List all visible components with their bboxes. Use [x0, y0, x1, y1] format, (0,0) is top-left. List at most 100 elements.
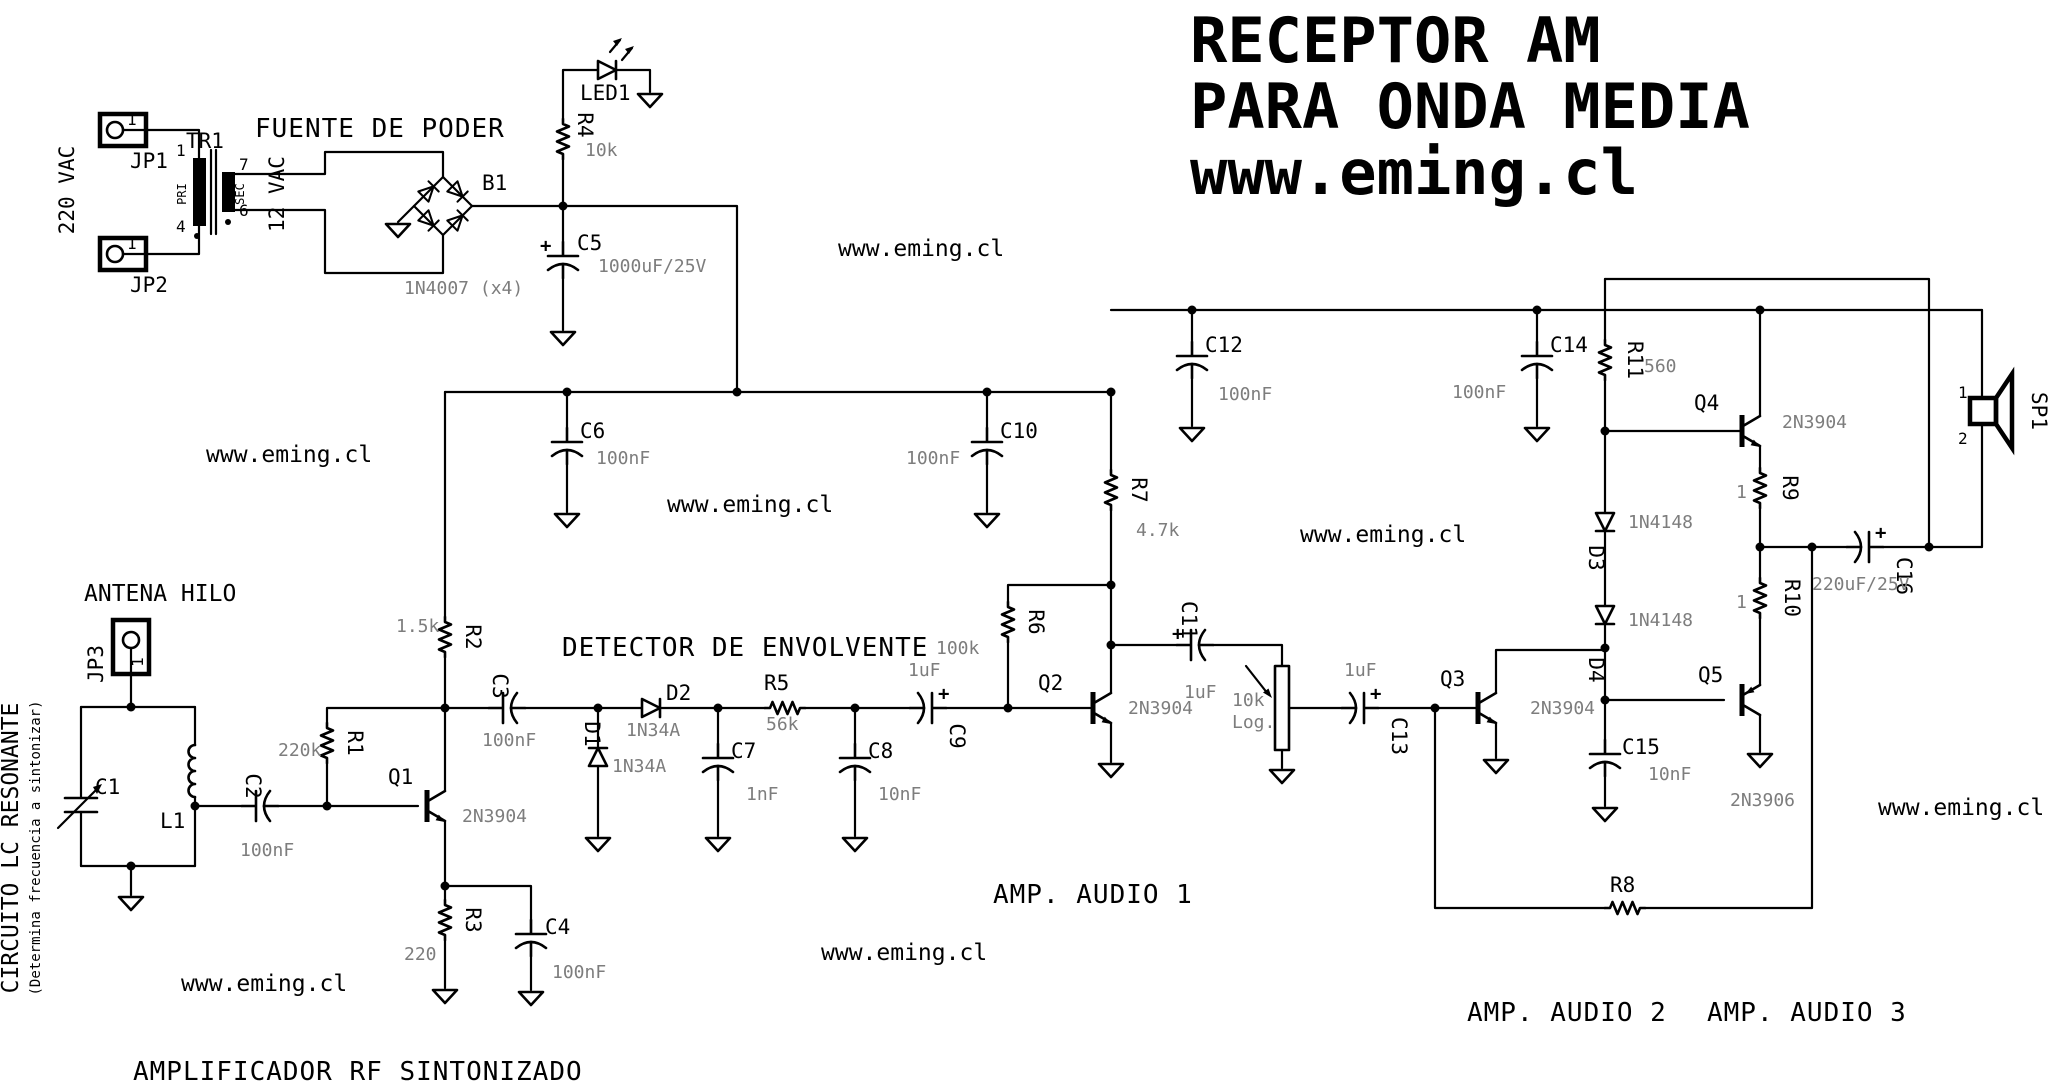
r3-value: 220: [404, 944, 437, 965]
c13-plus: +: [1370, 683, 1381, 705]
q2-ref: Q2: [1038, 671, 1063, 695]
tr1-sec-label: SEC: [233, 183, 247, 205]
c11-value: 1uF: [1184, 682, 1217, 703]
q4-value: 2N3904: [1782, 412, 1847, 433]
section-antenna: ANTENA HILO: [84, 581, 236, 607]
r3-ref: R3: [461, 907, 485, 932]
lc-tank-section: 1 JP3 C1 L1: [56, 617, 420, 912]
capacitor-c16: + C16 220uF/25V: [1812, 522, 1931, 595]
c4-ref: C4: [545, 915, 570, 939]
c6-value: 100nF: [596, 448, 650, 469]
detector-section: C3 100nF D1 1N34A D2 1N34A C7 1nF: [443, 660, 1092, 853]
capacitor-c11: C11 + 1uF: [1109, 601, 1284, 703]
r10-value: 1: [1736, 592, 1747, 613]
tr1-pin1: 1: [176, 141, 186, 160]
capacitor-c7: C7 1nF: [701, 706, 779, 853]
r6-ref: R6: [1024, 609, 1048, 634]
q1-ref: Q1: [388, 765, 413, 789]
title-line2: PARA ONDA MEDIA: [1190, 70, 1750, 143]
c10-ref: C10: [1000, 419, 1038, 443]
r5-value: 56k: [766, 714, 799, 735]
r9-value: 1: [1736, 482, 1747, 503]
d3-value: 1N4148: [1628, 512, 1693, 533]
jp1-ref: JP1: [130, 149, 168, 173]
watermark: www.eming.cl: [1878, 795, 2044, 821]
capacitor-c4: C4 100nF: [443, 884, 606, 1007]
c14-value: 100nF: [1452, 382, 1506, 403]
watermarks: www.eming.cl www.eming.cl www.eming.cl w…: [181, 236, 2044, 997]
c3-value: 100nF: [482, 730, 536, 751]
r11-value: 560: [1644, 356, 1677, 377]
c15-ref: C15: [1622, 735, 1660, 759]
c13-ref: C13: [1387, 717, 1411, 755]
jp3-pin-label: 1: [128, 657, 147, 667]
section-rf-amp: AMPLIFICADOR RF SINTONIZADO: [133, 1057, 583, 1084]
wire-sec-bottom: [233, 208, 445, 275]
r9-ref: R9: [1778, 475, 1802, 500]
r1-ref: R1: [343, 730, 367, 755]
section-lc-title: CIRCUITO LC RESONANTE: [0, 703, 24, 994]
c8-value: 10nF: [878, 784, 921, 805]
section-audio3: AMP. AUDIO 3: [1707, 998, 1907, 1028]
r4-ref: R4: [573, 112, 597, 137]
led-indicator: R4 10k LED1: [555, 38, 664, 208]
inductor-l1: L1: [160, 705, 197, 868]
c12-ref: C12: [1205, 333, 1243, 357]
sp1-pin1: 1: [1958, 383, 1968, 402]
wire-speaker-return: [1927, 422, 1984, 549]
pot-value: 10k: [1232, 690, 1265, 711]
d2-ref: D2: [666, 681, 691, 705]
jp2-ref: JP2: [130, 273, 168, 297]
wire-q3-collector: [1494, 648, 1607, 694]
r7-ref: R7: [1127, 477, 1151, 502]
c13-value: 1uF: [1344, 660, 1377, 681]
c7-value: 1nF: [746, 784, 779, 805]
section-audio2: AMP. AUDIO 2: [1467, 998, 1667, 1028]
r4-value: 10k: [585, 140, 618, 161]
wire-r6-feedback: [1006, 583, 1113, 604]
c16-ref: C16: [1892, 557, 1916, 595]
title-line1: RECEPTOR AM: [1190, 4, 1601, 77]
q3-value: 2N3904: [1530, 698, 1595, 719]
section-audio1: AMP. AUDIO 1: [993, 880, 1193, 910]
jp2-pin-label: 1: [127, 234, 137, 253]
r10-ref: R10: [1780, 579, 1804, 617]
section-lc-subtitle: (Determina frecuencia a sintonizar): [28, 700, 44, 995]
capacitor-c5: + C5 1000uF/25V: [540, 204, 707, 347]
audio-amp1-section: R7 4.7k R6 100k Q2 2N3904 C11 + 1uF: [936, 390, 1480, 785]
c16-plus: +: [1875, 522, 1886, 544]
tr1-pri-label: PRI: [175, 183, 189, 205]
c1-ref: C1: [95, 775, 120, 799]
capacitor-c9: 1uF + C9: [908, 660, 969, 749]
sp1-ref: SP1: [2027, 392, 2048, 430]
led1-ref: LED1: [580, 81, 631, 105]
q4-ref: Q4: [1694, 391, 1719, 415]
b1-value: 1N4007 (x4): [404, 278, 523, 299]
wire-bootstrap: [1603, 277, 1931, 549]
q1-value: 2N3904: [462, 806, 527, 827]
power-supply-section: 1 JP1 1 JP2 220 VAC TR1 1 4 7 6 PRI: [55, 38, 739, 394]
d2-value: 1N34A: [626, 720, 680, 741]
c5-ref: C5: [577, 231, 602, 255]
pot-taper: Log.: [1232, 712, 1275, 733]
capacitor-c15: C15 10nF: [1588, 735, 1691, 823]
c10-value: 100nF: [906, 448, 960, 469]
tr1-ref: TR1: [186, 129, 224, 153]
r1-value: 220k: [278, 740, 322, 761]
c9-plus: +: [938, 683, 949, 705]
q2-value: 2N3904: [1128, 698, 1193, 719]
r6-value: 100k: [936, 638, 980, 659]
resistor-r8-feedback: R8: [1433, 545, 1814, 916]
c11-plus: +: [1172, 623, 1183, 645]
wire-r1-feedback: [325, 706, 447, 725]
section-detector: DETECTOR DE ENVOLVENTE: [562, 633, 928, 663]
r7-value: 4.7k: [1136, 520, 1180, 541]
sp1-pin2: 2: [1958, 429, 1968, 448]
c6-ref: C6: [580, 419, 605, 443]
diode-d1: D1 1N34A: [580, 706, 666, 853]
c5-value: 1000uF/25V: [598, 256, 707, 277]
r11-ref: R11: [1623, 341, 1647, 379]
title-line3: www.eming.cl: [1190, 136, 1638, 209]
